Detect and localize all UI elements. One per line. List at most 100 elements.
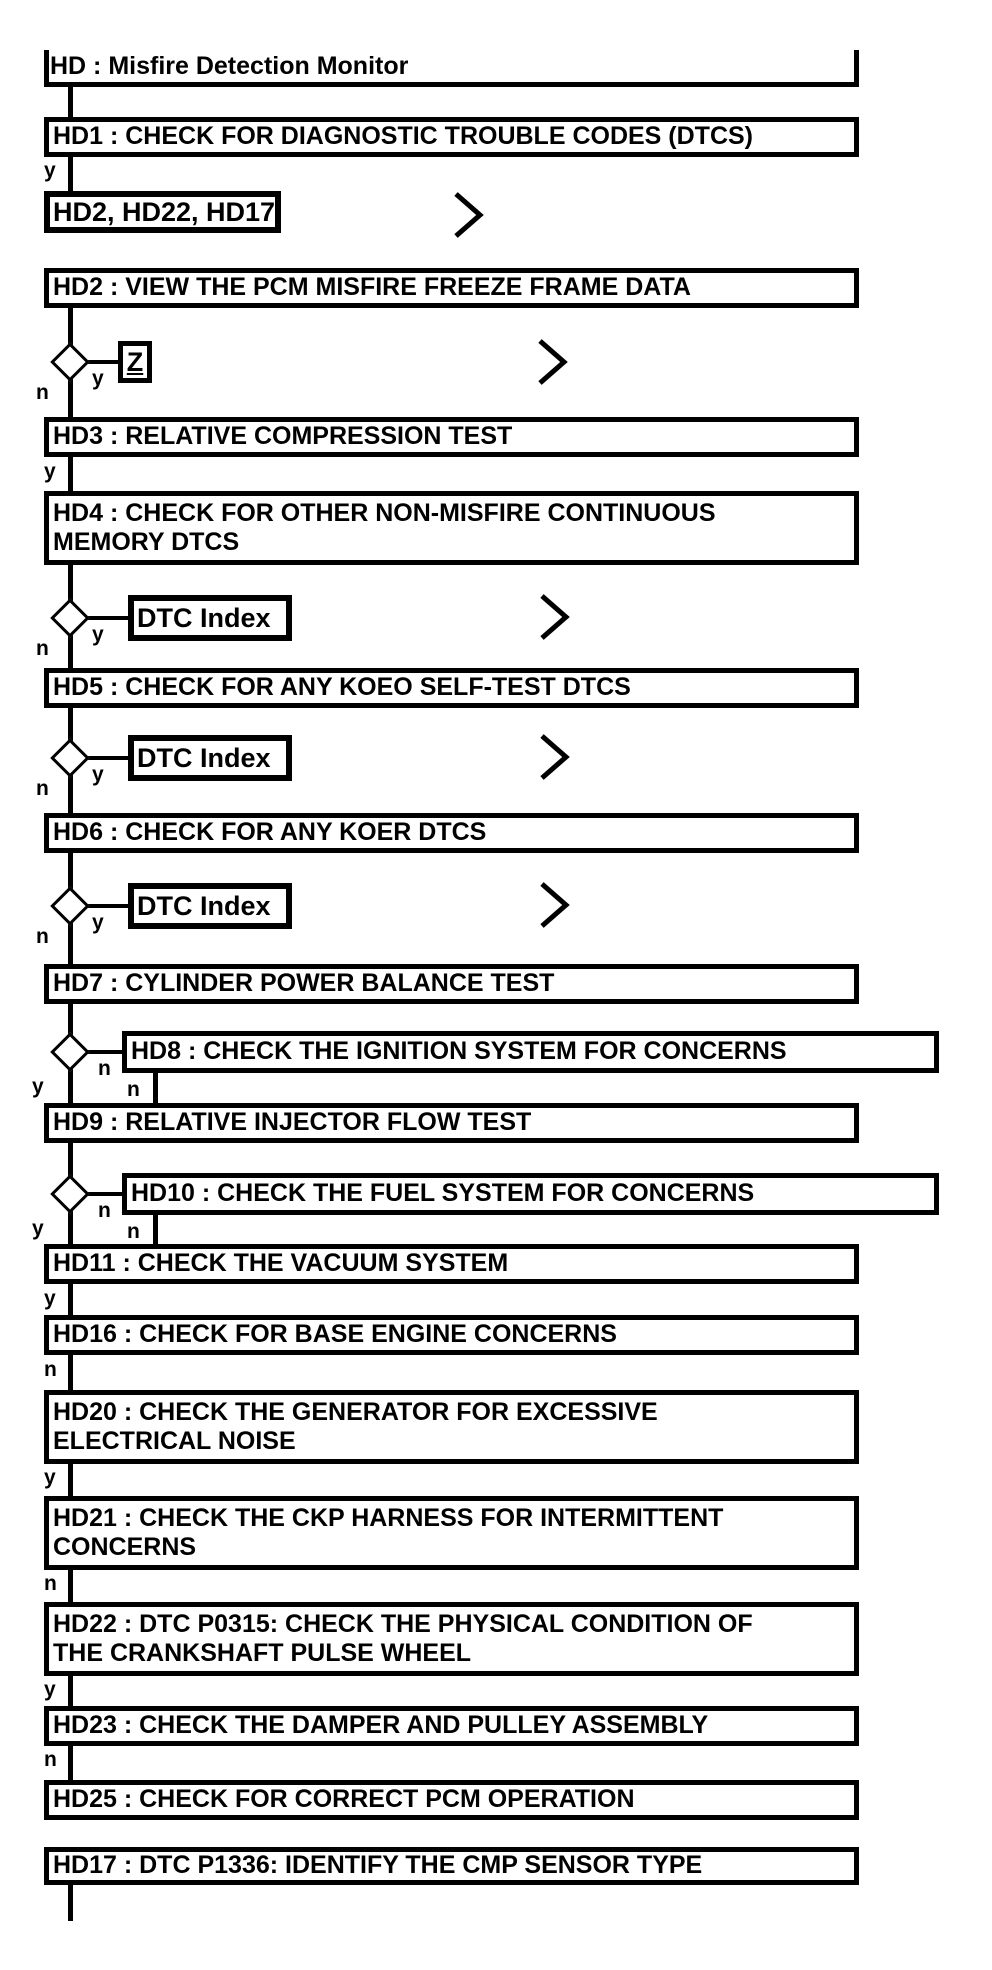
branch-label-yes: y (44, 159, 56, 182)
step-label: HD8 : CHECK THE IGNITION SYSTEM FOR CONC… (131, 1037, 787, 1066)
branch-label-no: n (36, 381, 49, 404)
step-box-hd4: HD4 : CHECK FOR OTHER NON-MISFIRE CONTIN… (44, 491, 859, 565)
decision-diamond (50, 738, 90, 778)
step-label: HD25 : CHECK FOR CORRECT PCM OPERATION (53, 1785, 635, 1814)
branch-label-no: n (98, 1199, 111, 1222)
step-box-hd2: HD2 : VIEW THE PCM MISFIRE FREEZE FRAME … (44, 268, 859, 308)
branch-label-no: n (36, 637, 49, 660)
branch-label-yes: y (92, 763, 104, 786)
connector-line (68, 1570, 73, 1602)
decision-diamond (50, 1174, 90, 1214)
branch-label-yes: y (92, 623, 104, 646)
branch-label-yes: y (44, 1466, 56, 1489)
continue-arrow-icon (538, 339, 568, 385)
step-box-hd11: HD11 : CHECK THE VACUUM SYSTEM (44, 1244, 859, 1284)
step-box-hd22: HD22 : DTC P0315: CHECK THE PHYSICAL CON… (44, 1602, 859, 1676)
step-label: HD6 : CHECK FOR ANY KOER DTCS (53, 818, 487, 847)
flowchart-title-text: HD : Misfire Detection Monitor (50, 51, 409, 80)
step-label-line: HD20 : CHECK THE GENERATOR FOR EXCESSIVE (53, 1397, 658, 1426)
step-box-hd25: HD25 : CHECK FOR CORRECT PCM OPERATION (44, 1780, 859, 1820)
dtc-index-reference-box: DTC Index (128, 595, 292, 641)
step-box-hd23: HD23 : CHECK THE DAMPER AND PULLEY ASSEM… (44, 1706, 859, 1746)
continue-arrow-icon (454, 192, 484, 238)
connector-line (153, 1073, 158, 1103)
branch-label-yes: y (92, 911, 104, 934)
step-box-hd17: HD17 : DTC P1336: IDENTIFY THE CMP SENSO… (44, 1847, 859, 1885)
step-box-hd5: HD5 : CHECK FOR ANY KOEO SELF-TEST DTCS (44, 668, 859, 708)
connector-line (68, 157, 73, 191)
branch-label-no: n (36, 925, 49, 948)
branch-label-no: n (44, 1572, 57, 1595)
step-label-line: MEMORY DTCS (53, 528, 240, 556)
connector-line (82, 360, 120, 364)
goto-reference-box: HD2, HD22, HD17 (44, 191, 281, 233)
branch-label-yes: y (44, 460, 56, 483)
branch-label-yes: y (32, 1217, 44, 1240)
decision-diamond (50, 1032, 90, 1072)
branch-label-no: n (127, 1220, 140, 1243)
branch-label-no: n (98, 1057, 111, 1080)
step-box-hd7: HD7 : CYLINDER POWER BALANCE TEST (44, 964, 859, 1004)
z-connector-label: Z (126, 346, 144, 377)
step-box-hd10: HD10 : CHECK THE FUEL SYSTEM FOR CONCERN… (122, 1173, 939, 1215)
branch-label-no: n (127, 1078, 140, 1101)
step-label-line: HD22 : DTC P0315: CHECK THE PHYSICAL CON… (53, 1609, 753, 1638)
branch-label-yes: y (92, 367, 104, 390)
step-label: HD1 : CHECK FOR DIAGNOSTIC TROUBLE CODES… (53, 122, 753, 151)
connector-line (68, 1464, 73, 1496)
step-box-hd8: HD8 : CHECK THE IGNITION SYSTEM FOR CONC… (122, 1031, 939, 1073)
dtc-index-label: DTC Index (137, 742, 271, 773)
goto-reference-label: HD2, HD22, HD17 (53, 196, 276, 227)
branch-label-no: n (36, 777, 49, 800)
step-label: HD17 : DTC P1336: IDENTIFY THE CMP SENSO… (53, 1851, 703, 1880)
connector-line (82, 1192, 124, 1196)
dtc-index-reference-box: DTC Index (128, 735, 292, 781)
connector-line (68, 1746, 73, 1780)
step-box-hd1: HD1 : CHECK FOR DIAGNOSTIC TROUBLE CODES… (44, 117, 859, 157)
connector-line (82, 756, 130, 760)
connector-line (68, 1676, 73, 1706)
step-label-line: ELECTRICAL NOISE (53, 1427, 296, 1455)
z-connector-box: Z (118, 341, 152, 383)
step-label: HD9 : RELATIVE INJECTOR FLOW TEST (53, 1108, 532, 1137)
step-label-line: HD21 : CHECK THE CKP HARNESS FOR INTERMI… (53, 1503, 724, 1532)
step-label: HD2 : VIEW THE PCM MISFIRE FREEZE FRAME … (53, 273, 691, 302)
dtc-index-label: DTC Index (137, 890, 271, 921)
step-label-line: THE CRANKSHAFT PULSE WHEEL (53, 1639, 472, 1667)
connector-line (68, 1885, 73, 1921)
connector-line (82, 616, 130, 620)
connector-line (68, 1355, 73, 1390)
step-label: HD3 : RELATIVE COMPRESSION TEST (53, 422, 513, 451)
step-box-hd20: HD20 : CHECK THE GENERATOR FOR EXCESSIVE… (44, 1390, 859, 1464)
step-label-line: HD4 : CHECK FOR OTHER NON-MISFIRE CONTIN… (53, 498, 716, 527)
connector-line (153, 1215, 158, 1244)
step-label: HD10 : CHECK THE FUEL SYSTEM FOR CONCERN… (131, 1179, 755, 1208)
step-label: HD7 : CYLINDER POWER BALANCE TEST (53, 969, 555, 998)
branch-label-no: n (44, 1748, 57, 1771)
step-box-hd16: HD16 : CHECK FOR BASE ENGINE CONCERNS (44, 1315, 859, 1355)
connector-line (82, 1050, 124, 1054)
decision-diamond (50, 598, 90, 638)
step-label: HD5 : CHECK FOR ANY KOEO SELF-TEST DTCS (53, 673, 631, 702)
step-label: HD23 : CHECK THE DAMPER AND PULLEY ASSEM… (53, 1711, 709, 1740)
dtc-index-reference-box: DTC Index (128, 883, 292, 929)
branch-label-yes: y (44, 1287, 56, 1310)
step-box-hd3: HD3 : RELATIVE COMPRESSION TEST (44, 417, 859, 457)
decision-diamond (50, 886, 90, 926)
step-label: HD11 : CHECK THE VACUUM SYSTEM (53, 1249, 509, 1278)
dtc-index-label: DTC Index (137, 602, 271, 633)
connector-line (68, 457, 73, 491)
connector-line (68, 83, 73, 117)
step-label-line: CONCERNS (53, 1533, 197, 1561)
flowchart-title: HD : Misfire Detection Monitor (44, 50, 859, 87)
step-box-hd9: HD9 : RELATIVE INJECTOR FLOW TEST (44, 1103, 859, 1143)
continue-arrow-icon (540, 882, 570, 928)
step-box-hd6: HD6 : CHECK FOR ANY KOER DTCS (44, 813, 859, 853)
branch-label-yes: y (32, 1075, 44, 1098)
connector-line (82, 904, 130, 908)
step-label: HD16 : CHECK FOR BASE ENGINE CONCERNS (53, 1320, 617, 1349)
branch-label-yes: y (44, 1678, 56, 1701)
decision-diamond (50, 342, 90, 382)
continue-arrow-icon (540, 734, 570, 780)
